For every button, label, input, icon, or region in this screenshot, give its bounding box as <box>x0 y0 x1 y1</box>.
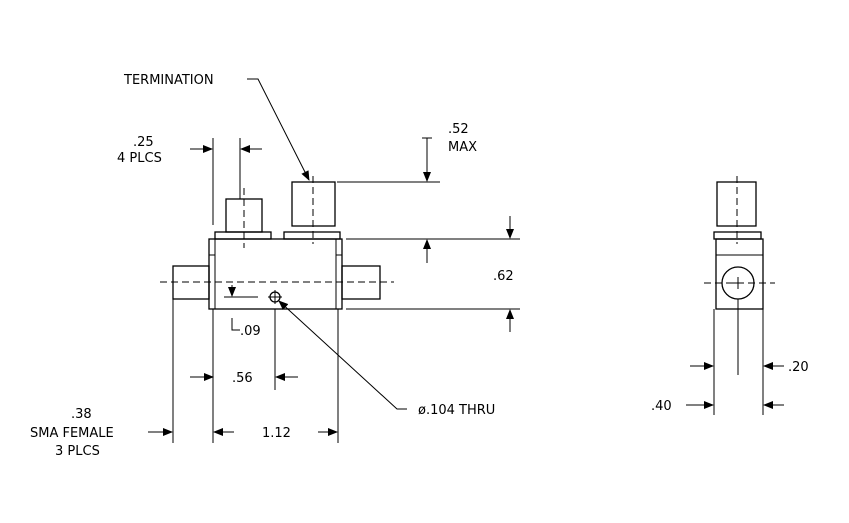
sma-female-label: SMA FEMALE <box>30 426 114 441</box>
plcs-3-label: 3 PLCS <box>55 444 100 459</box>
front-dimensions: TERMINATION .25 4 PLCS .52 MAX .62 .09 .… <box>30 73 520 459</box>
dim-020-label: .20 <box>788 360 809 375</box>
dim-038-label: .38 <box>71 407 92 422</box>
dim-062-label: .62 <box>493 269 514 284</box>
front-view <box>160 176 394 310</box>
dim-025-label: .25 <box>133 135 154 150</box>
top-sma-connector <box>214 188 272 248</box>
dim-052-label: .52 <box>448 122 469 137</box>
dim-040-label: .40 <box>651 399 672 414</box>
dim-009-label: .09 <box>240 324 261 339</box>
plcs-4-label: 4 PLCS <box>117 151 162 166</box>
termination-connector <box>283 176 341 244</box>
hole-label: ø.104 THRU <box>418 403 495 418</box>
side-dimensions: .20 .40 <box>651 299 809 415</box>
mounting-hole <box>268 290 282 304</box>
max-label: MAX <box>448 140 477 155</box>
dim-056-label: .56 <box>232 371 253 386</box>
dim-112-label: 1.12 <box>262 426 291 441</box>
left-sma-connector <box>172 265 210 300</box>
termination-label: TERMINATION <box>123 73 214 88</box>
side-view <box>704 176 775 310</box>
